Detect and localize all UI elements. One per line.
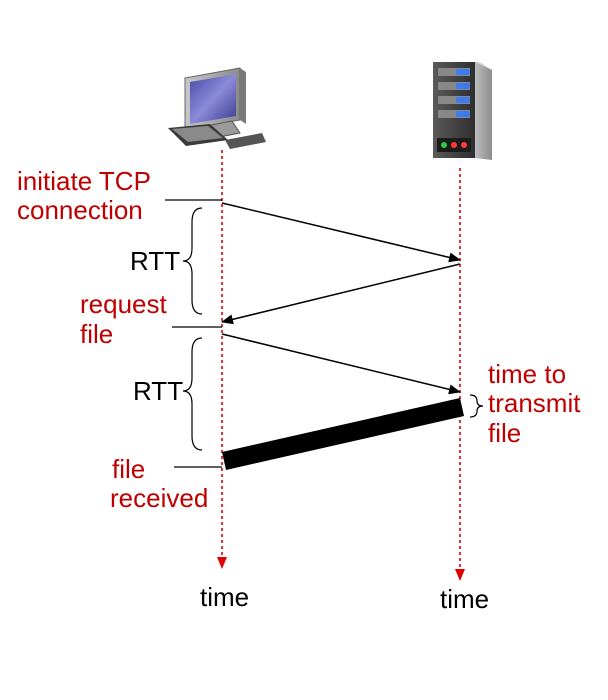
rtt-brace-1	[182, 207, 203, 315]
transmit-label-line2: transmit	[488, 388, 581, 418]
file-label-line2: received	[110, 483, 208, 513]
request-label-line2: file	[80, 319, 113, 349]
rtt-label-1: RTT	[130, 246, 180, 276]
desktop-computer-icon	[168, 67, 266, 149]
transmit-label-line1: time to	[488, 359, 566, 389]
initiate-label-line2: connection	[17, 195, 143, 225]
request-arrow	[221, 333, 461, 395]
rtt-brace-2	[182, 337, 203, 451]
synack-arrow	[221, 263, 461, 325]
transmit-label-line3: file	[488, 418, 521, 448]
syn-arrow	[221, 202, 461, 263]
server-tower-icon	[433, 62, 492, 160]
client-time-label: time	[200, 582, 249, 612]
rtt-label-2: RTT	[133, 376, 183, 406]
file-label-line1: file	[112, 454, 145, 484]
server-time-label: time	[440, 584, 489, 614]
file-transmission-bar	[222, 398, 464, 470]
transmit-brace	[469, 394, 484, 418]
request-label-line1: request	[80, 289, 167, 319]
initiate-label-line1: initiate TCP	[17, 166, 151, 196]
